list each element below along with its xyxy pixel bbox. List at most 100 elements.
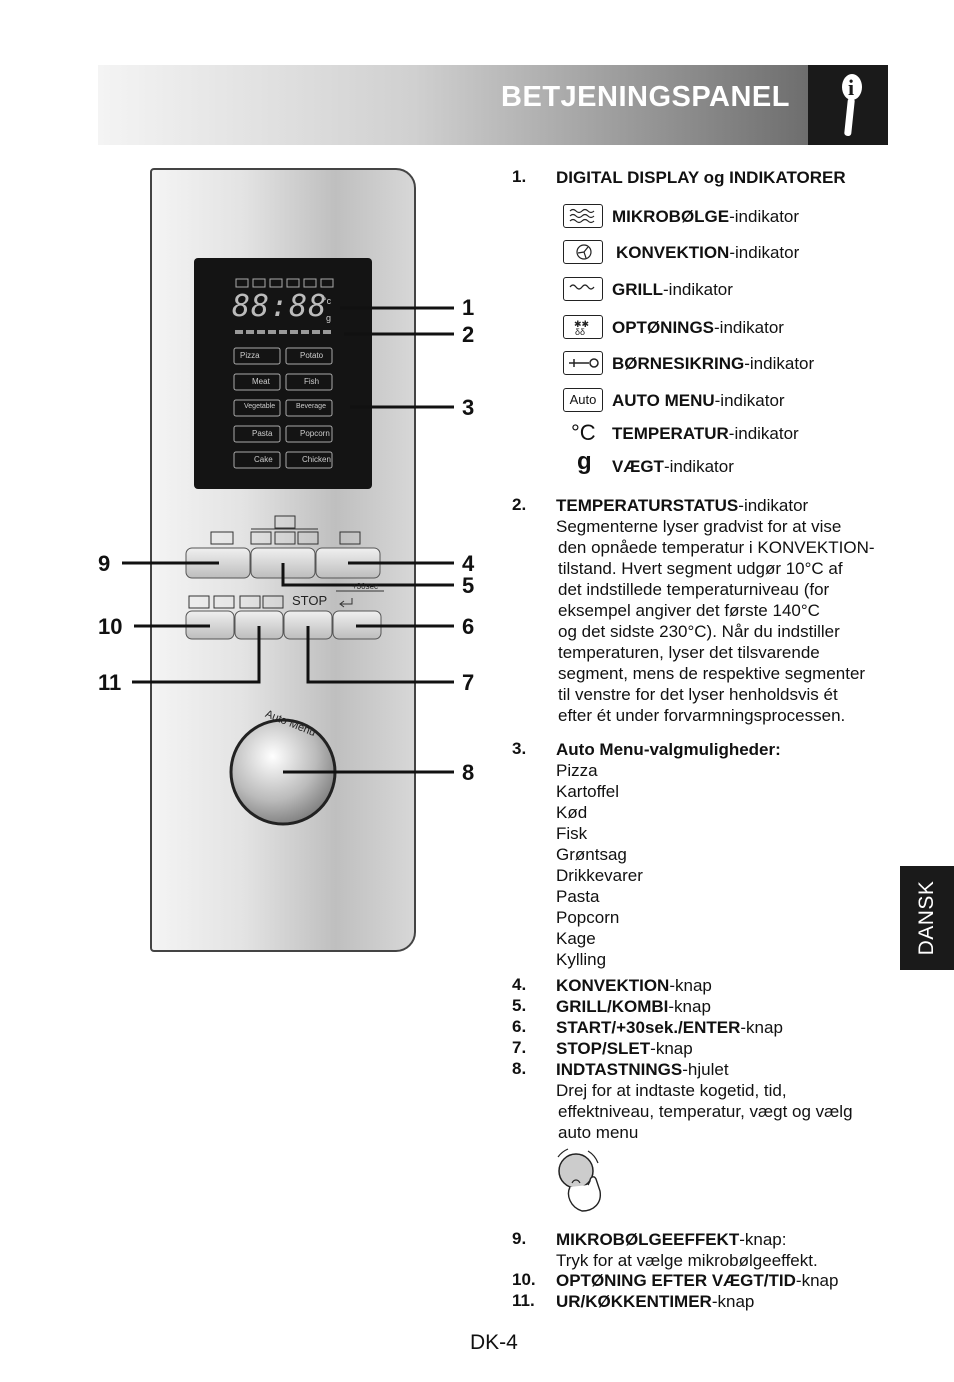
menu-option: Kylling [556, 950, 607, 969]
dial-hand-icon [557, 1148, 601, 1212]
item7-text: STOP/SLET-knap [556, 1039, 693, 1058]
menu-pizza: Pizza [240, 351, 260, 360]
convection-icon [563, 240, 603, 264]
menu-meat: Meat [252, 377, 270, 386]
item10-text: OPTØNING EFTER VÆGT/TID-knap [556, 1271, 839, 1290]
callout-6: 6 [462, 614, 475, 639]
svg-text:i: i [848, 75, 854, 100]
menu-option: Drikkevarer [556, 866, 643, 885]
defrost-icon: ✱✱δδ [563, 315, 603, 339]
magnifier-info-icon: i [842, 74, 862, 137]
digital-display [194, 258, 372, 489]
info-icon-box: i [808, 65, 888, 145]
callout-9: 9 [98, 551, 111, 576]
section2-number: 2. [512, 495, 527, 514]
menu-vegetable: Vegetable [244, 403, 276, 410]
display-unit-celsius: °c [323, 296, 332, 306]
item10-number: 10. [512, 1270, 536, 1289]
section2-line: eksempel angiver det første 140°C [558, 601, 820, 620]
language-tab: DANSK [900, 866, 954, 970]
indicator-microwave: MIKROBØLGE-indikator [612, 207, 800, 226]
section2-line: og det sidste 230°C). Når du indstiller [558, 622, 840, 641]
section2-line: segment, mens de respektive segmenter [558, 664, 866, 683]
indicator-child-lock: BØRNESIKRING-indikator [612, 354, 815, 373]
item9-text: MIKROBØLGEEFFEKT-knap: [556, 1230, 787, 1249]
callout-10: 10 [98, 614, 123, 639]
item11-number: 11. [512, 1291, 535, 1310]
item8-desc: effektniveau, temperatur, vægt og vælg [558, 1102, 853, 1121]
callout-11: 11 [98, 670, 122, 695]
item8-desc: Drej for at indtaste kogetid, tid, [556, 1081, 787, 1100]
section2-line: det indstillede temperaturniveau (for [558, 580, 830, 599]
callout-4: 4 [462, 551, 475, 576]
menu-beverage: Beverage [296, 403, 326, 410]
callout-5: 5 [462, 573, 475, 598]
callout-1: 1 [462, 295, 475, 320]
header-bar: BETJENINGSPANEL i [98, 65, 888, 145]
menu-option: Kød [556, 803, 588, 822]
item4-text: KONVEKTION-knap [556, 976, 712, 995]
menu-option: Grøntsag [556, 845, 627, 864]
item8-number: 8. [512, 1059, 527, 1078]
menu-option: Fisk [556, 824, 588, 843]
section2-line: efter ét under forvarmningsprocessen. [558, 706, 846, 725]
item5-number: 5. [512, 996, 527, 1015]
microwave-icon [563, 204, 603, 228]
display-digits: 88:88 [232, 289, 328, 324]
callout-3: 3 [462, 395, 475, 420]
celsius-icon: °C [571, 420, 596, 445]
item9-desc: Tryk for at vælge mikrobølgeeffekt. [556, 1251, 818, 1270]
section2-line: den opnåede temperatur i KONVEKTION- [558, 538, 875, 557]
stop-label: STOP [292, 593, 328, 608]
item6-number: 6. [512, 1017, 527, 1036]
section2-heading: TEMPERATURSTATUS-indikator [556, 496, 809, 515]
section3-number: 3. [512, 739, 527, 758]
menu-chicken: Chicken [302, 455, 331, 464]
section3-heading: Auto Menu-valgmuligheder: [556, 740, 781, 759]
item5-text: GRILL/KOMBI-knap [556, 997, 711, 1016]
indicator-grill: GRILL-indikator [612, 280, 733, 299]
menu-pasta: Pasta [252, 429, 273, 438]
section2-line: tilstand. Hvert segment udgør 10°C af [558, 559, 843, 578]
indicator-auto-menu: AUTO MENU-indikator [612, 391, 785, 410]
svg-text:✱✱: ✱✱ [574, 319, 589, 329]
page-number: DK-4 [470, 1331, 518, 1354]
callout-2: 2 [462, 322, 475, 347]
item11-text: UR/KØKKENTIMER-knap [556, 1292, 755, 1311]
item6-text: START/+30sek./ENTER-knap [556, 1018, 783, 1037]
menu-popcorn: Popcorn [300, 429, 330, 438]
menu-option: Popcorn [556, 908, 620, 927]
item4-number: 4. [512, 975, 527, 994]
item8-text: INDTASTNINGS-hjulet [556, 1060, 729, 1079]
item7-number: 7. [512, 1038, 527, 1057]
auto-icon: Auto [563, 388, 603, 412]
menu-option: Pizza [556, 761, 598, 780]
page-title: BETJENINGSPANEL [501, 81, 790, 113]
indicator-temperature: TEMPERATUR-indikator [612, 424, 799, 443]
item9-number: 9. [512, 1229, 527, 1248]
section2-line: Segmenterne lyser gradvist for at vise [556, 517, 842, 536]
svg-text:δδ: δδ [575, 327, 585, 336]
callout-7: 7 [462, 670, 475, 695]
menu-option: Pasta [556, 887, 600, 906]
item8-desc: auto menu [558, 1123, 639, 1142]
section1-number: 1. [512, 167, 527, 186]
callout-8: 8 [462, 760, 475, 785]
plus30-label: +30sec [352, 582, 379, 591]
section1-heading: DIGITAL DISPLAY og INDIKATORER [556, 168, 846, 187]
indicator-defrost: OPTØNINGS-indikator [612, 318, 784, 337]
child-lock-icon [563, 351, 603, 375]
menu-option: Kartoffel [556, 782, 620, 801]
menu-option: Kage [556, 929, 596, 948]
menu-fish: Fish [304, 377, 320, 386]
display-unit-gram: g [326, 313, 332, 323]
section2-line: til venstre for det lyser henholdsvis ét [558, 685, 838, 704]
gram-icon: g [577, 448, 592, 475]
indicator-convection: KONVEKTION-indikator [616, 243, 800, 262]
menu-potato: Potato [300, 351, 324, 360]
indicator-weight: VÆGT-indikator [612, 457, 734, 476]
grill-icon [563, 277, 603, 301]
menu-cake: Cake [254, 455, 273, 464]
section2-line: temperaturen, lyser det tilsvarende [558, 643, 820, 662]
